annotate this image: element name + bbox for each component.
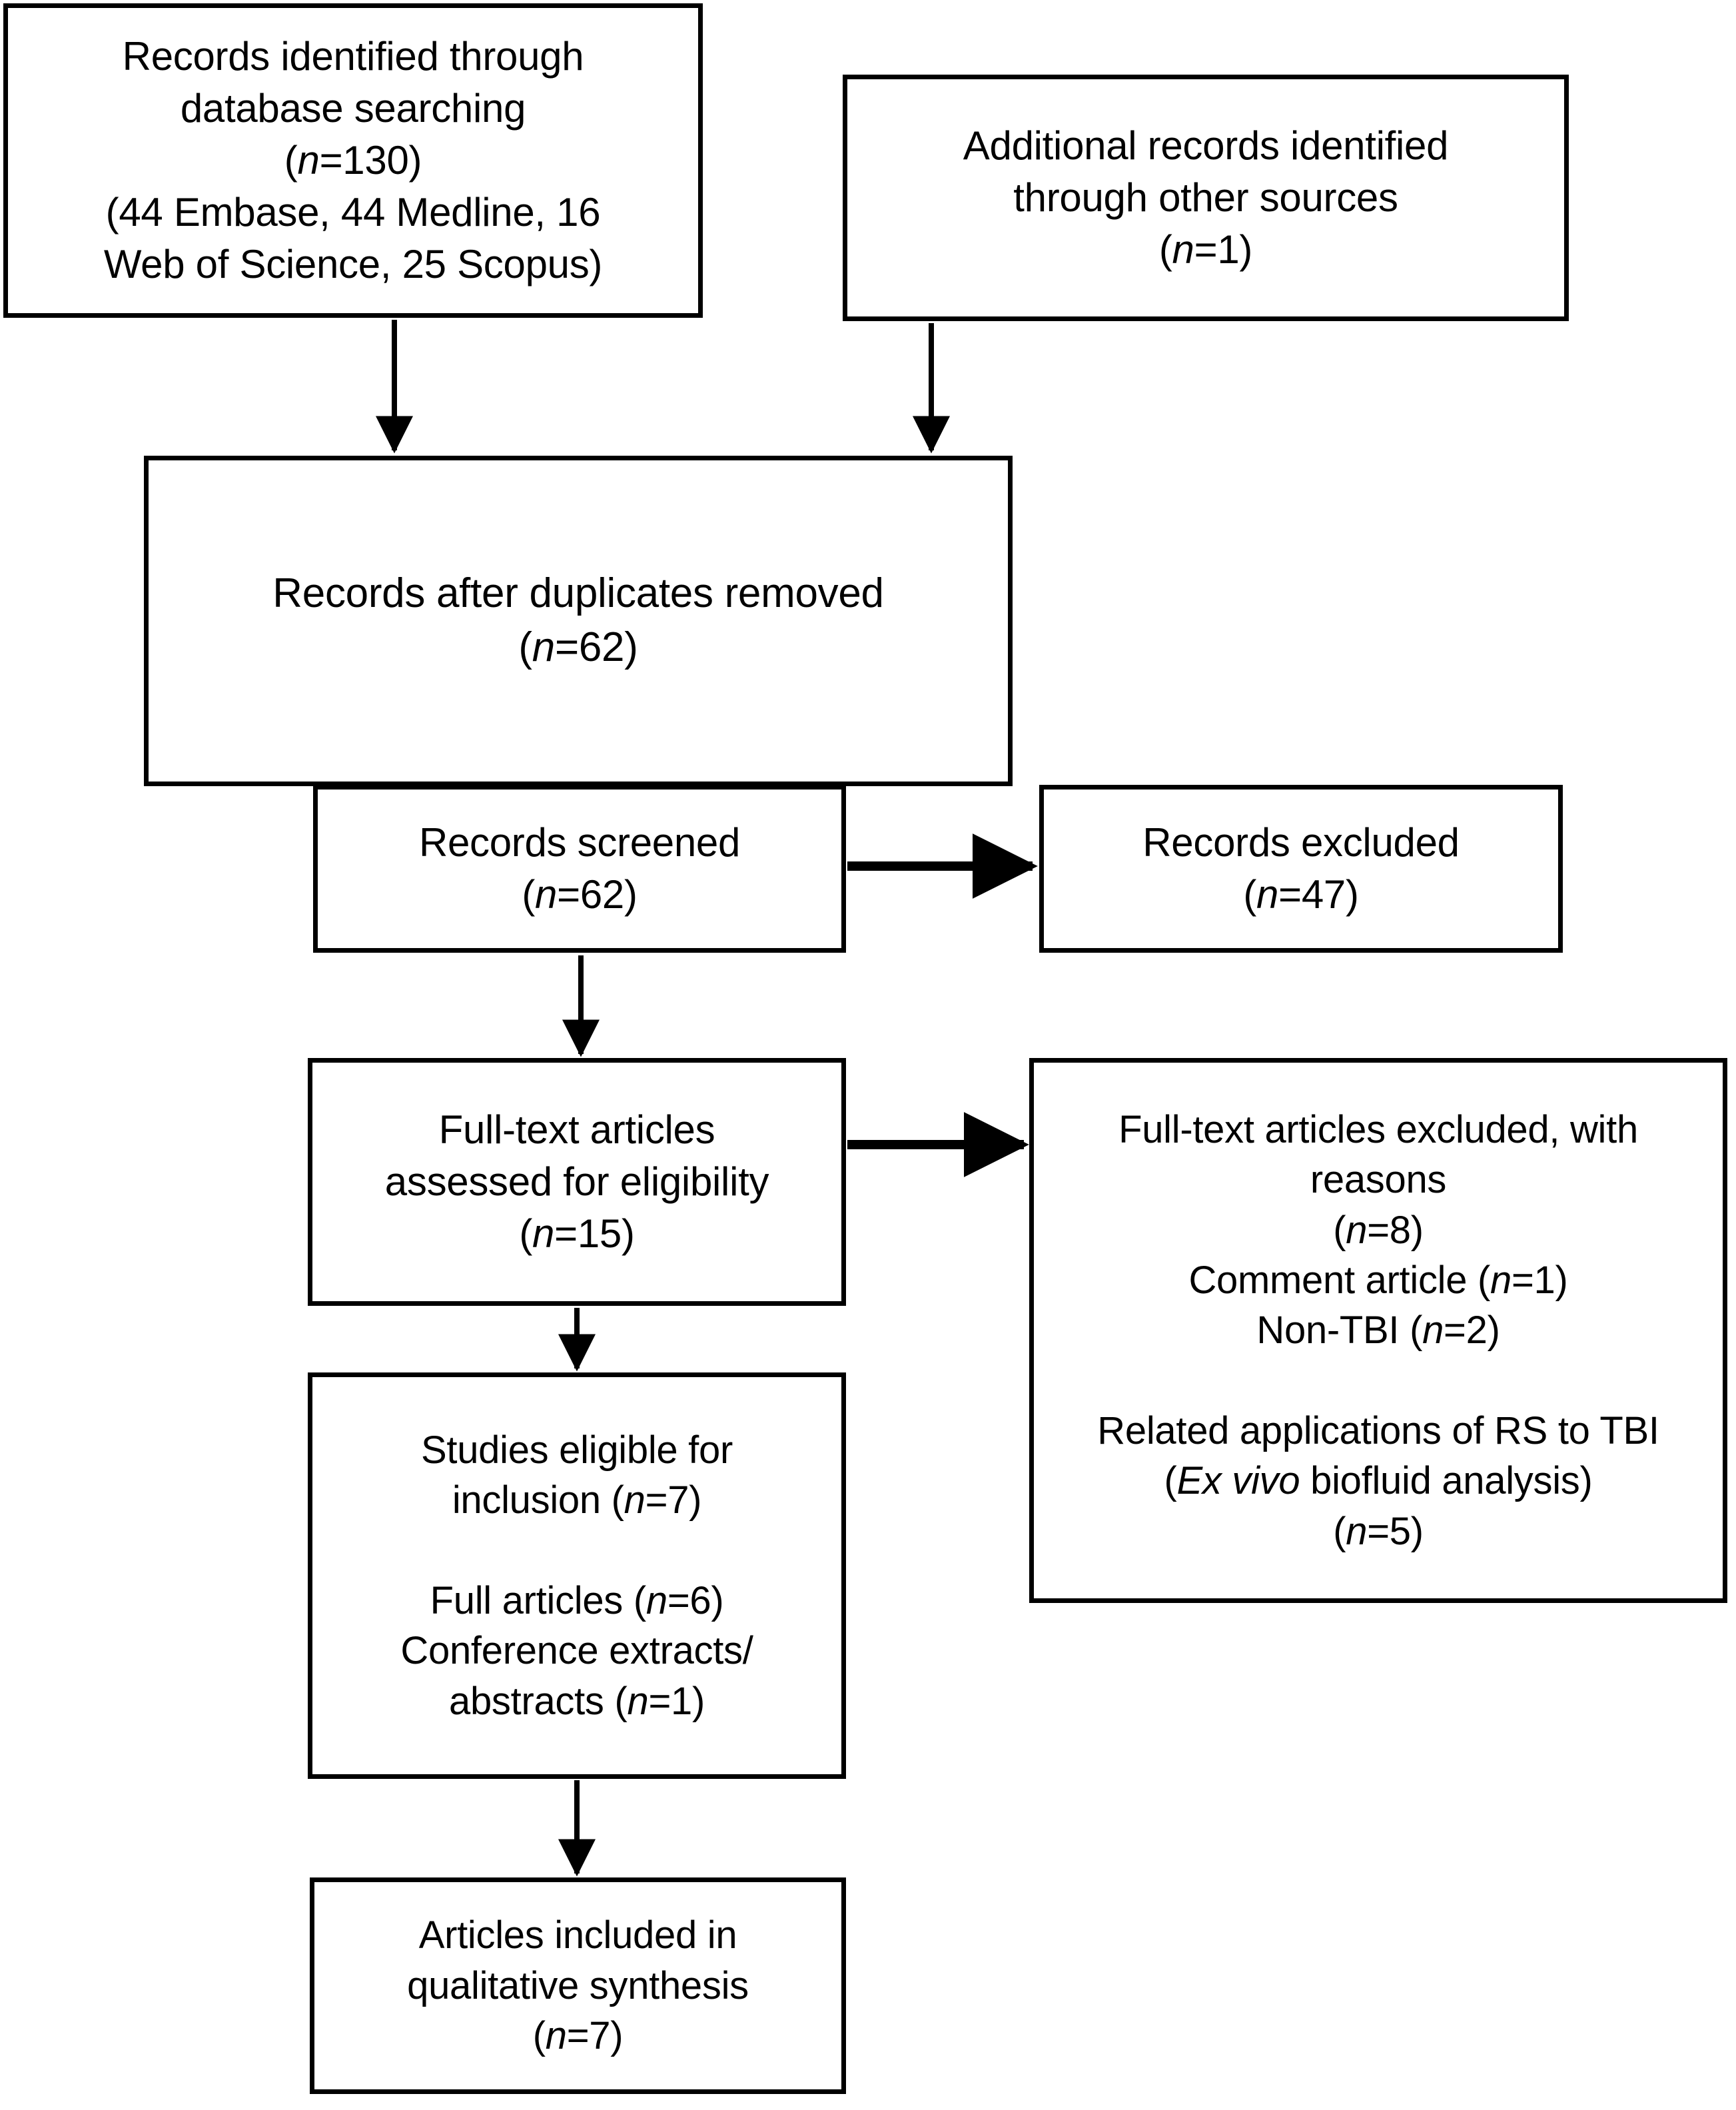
node-additional-records-identified-through-other-sources: Additional records identified through ot…: [843, 75, 1569, 321]
node-records-screened: Records screened (n=62): [313, 785, 846, 953]
node-studies-eligible-for-inclusion: Studies eligible for inclusion (n=7) Ful…: [308, 1372, 846, 1779]
node-records-after-duplicates-removed: Records after duplicates removed (n=62): [144, 456, 1013, 786]
node-full-text-articles-excluded-with-reasons: Full-text articles excluded, with reason…: [1029, 1058, 1727, 1603]
node-duplicates-text: Records after duplicates removed (n=62): [272, 570, 884, 670]
node-records-excluded: Records excluded (n=47): [1039, 785, 1563, 953]
node-screened-text: Records screened (n=62): [418, 820, 741, 917]
node-identified-text: Records identified through database sear…: [103, 34, 603, 286]
node-additional-text: Additional records identified through ot…: [963, 123, 1449, 272]
node-eligible-text: Studies eligible for inclusion (n=7) Ful…: [400, 1428, 753, 1723]
node-articles-included-in-qualitative-synthesis: Articles included in qualitative synthes…: [310, 1877, 846, 2094]
node-full-text-articles-assessed-for-eligibility: Full-text articles assessed for eligibil…: [308, 1058, 846, 1306]
node-included-text: Articles included in qualitative synthes…: [407, 1913, 749, 2058]
node-fulltext-excluded-text: Full-text articles excluded, with reason…: [1097, 1107, 1659, 1553]
node-fulltext-text: Full-text articles assessed for eligibil…: [384, 1107, 769, 1256]
node-records-identified-through-database-searching: Records identified through database sear…: [3, 3, 703, 318]
node-excluded-text: Records excluded (n=47): [1142, 820, 1460, 917]
